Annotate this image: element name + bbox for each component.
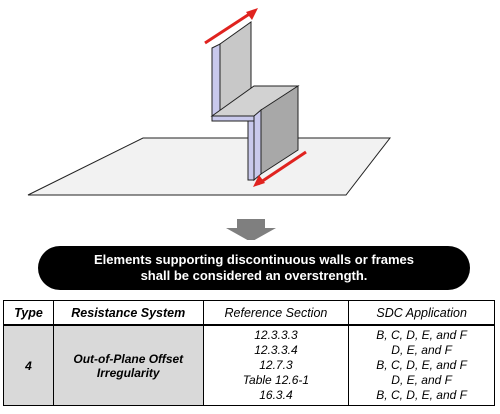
top-force-arrow: [204, 9, 255, 45]
sdc-item: B, C, D, E, and F: [376, 328, 467, 342]
bottom-arrowhead: [253, 175, 265, 187]
sdc-item: D, E, and F: [391, 343, 452, 357]
reference-item: 12.3.3.4: [254, 343, 298, 357]
upper-wall-edge: [211, 43, 221, 117]
banner-line-2: shall be considered an overstrength.: [140, 268, 368, 283]
lower-wall-front: [247, 120, 255, 181]
sdc-application-cell: B, C, D, E, and F D, E, and F B, C, D, E…: [348, 324, 495, 406]
overstrength-banner: Elements supporting discontinuous walls …: [38, 246, 470, 290]
reference-section-cell: 12.3.3.3 12.3.3.4 12.7.3 Table 12.6-1 16…: [202, 324, 350, 406]
reference-item: Table 12.6-1: [242, 373, 310, 387]
table-header-row: Type Resistance System Reference Section…: [3, 300, 495, 326]
top-arrowhead: [246, 8, 258, 20]
sdc-item: B, C, D, E, and F: [376, 358, 467, 372]
table-row: 4 Out-of-Plane Offset Irregularity 12.3.…: [3, 324, 495, 406]
irregularity-table: Type Resistance System Reference Section…: [3, 300, 495, 406]
system-line-2: Irregularity: [96, 365, 160, 380]
header-reference-section: Reference Section: [202, 300, 350, 326]
header-sdc-application: SDC Application: [348, 300, 495, 326]
sdc-item: D, E, and F: [391, 373, 452, 387]
type-cell: 4: [3, 324, 54, 406]
offset-wall-illustration: [27, 8, 392, 240]
sdc-item: B, C, D, E, and F: [376, 388, 467, 402]
header-resistance-system: Resistance System: [52, 300, 204, 326]
floor-slab: [27, 137, 392, 196]
banner-line-1: Elements supporting discontinuous walls …: [94, 252, 414, 267]
header-type: Type: [3, 300, 54, 326]
lower-wall-edge: [253, 108, 262, 182]
bottom-force-arrow: [257, 150, 307, 186]
resistance-system-cell: Out-of-Plane Offset Irregularity: [52, 324, 204, 406]
system-line-1: Out-of-Plane Offset: [73, 351, 184, 366]
offset-slab-edge: [211, 115, 255, 122]
down-arrow: [226, 219, 276, 240]
reference-item: 12.3.3.3: [254, 328, 298, 342]
reference-item: 12.7.3: [259, 358, 293, 372]
reference-item: 16.3.4: [259, 388, 293, 402]
